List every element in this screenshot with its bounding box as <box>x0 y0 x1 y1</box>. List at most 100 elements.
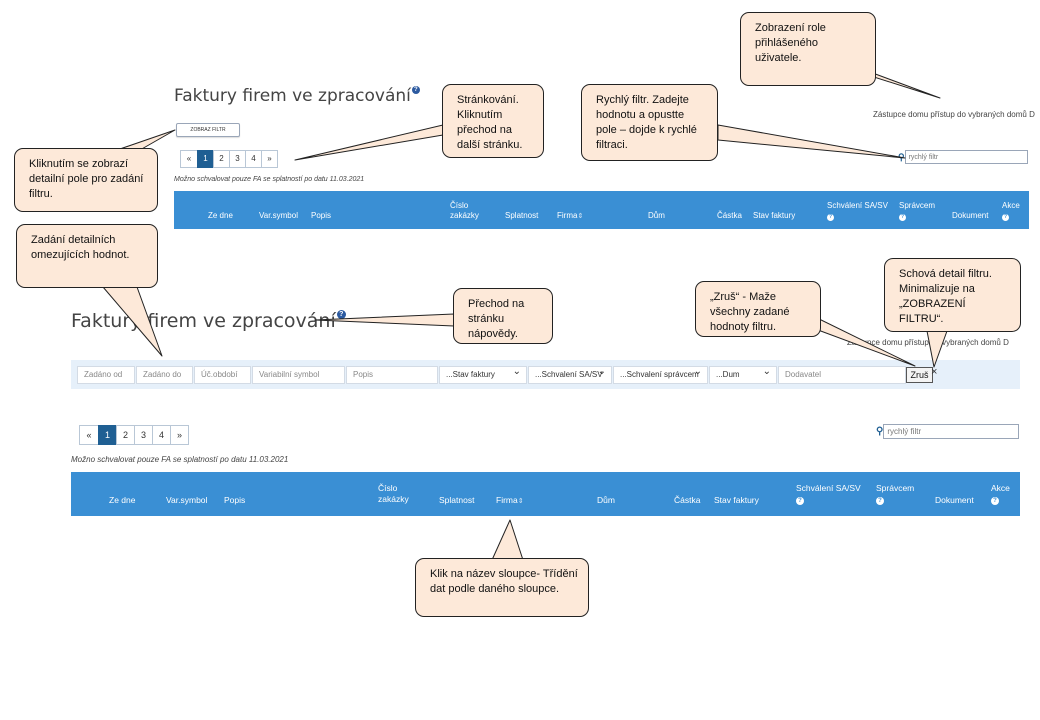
quick-filter-group: ⚲ rychlý filtr <box>876 424 1020 439</box>
col-akce[interactable]: Akce ? <box>1002 201 1020 221</box>
callout-pointer-sort <box>491 519 524 561</box>
callout-pointer-hide-filter <box>926 330 948 368</box>
search-icon: ⚲ <box>898 151 905 162</box>
col-cislo-zakazky-line2: zakázky <box>450 211 479 220</box>
question-icon[interactable]: ? <box>1002 214 1009 221</box>
col-spravcem-label: Správcem <box>876 483 915 493</box>
col-ze-dne[interactable]: Ze dne <box>109 495 136 505</box>
col-dokument[interactable]: Dokument <box>952 211 989 220</box>
callout-detail-values: Zadání detailních omezujících hodnot. <box>16 224 158 288</box>
clear-filter-button[interactable]: Zruš <box>906 367 933 383</box>
filter-date-from[interactable]: Zadáno od <box>77 366 135 384</box>
invoice-table-header: Ze dne Var.symbol Popis Číslo zakázky Sp… <box>71 472 1020 516</box>
col-stav-faktury[interactable]: Stav faktury <box>753 211 796 220</box>
col-spravcem[interactable]: Správcem ? <box>899 201 935 221</box>
filter-supplier[interactable]: Dodavatel <box>778 366 906 384</box>
col-splatnost[interactable]: Splatnost <box>439 495 475 505</box>
pagination-prev[interactable]: « <box>180 150 198 168</box>
col-spravcem[interactable]: Správcem ? <box>876 483 914 505</box>
filter-approval-manager-select[interactable]: ...Schvalení správcem <box>613 366 708 384</box>
user-role-text: Zástupce domu přístup do vybraných domů … <box>873 110 1035 119</box>
callout-pointer-show-filter <box>116 129 176 151</box>
callout-pointer-paging <box>294 124 444 161</box>
user-role-text: Zástupce domu přístup do vybraných domů … <box>847 338 1009 347</box>
callout-pointer-detail-values <box>102 286 163 357</box>
sort-icon: ⇕ <box>577 213 584 220</box>
col-cislo-zakazky[interactable]: Číslo zakázky <box>450 201 479 221</box>
col-cislo-zakazky[interactable]: Číslo zakázky <box>378 483 409 504</box>
col-dum[interactable]: Dům <box>648 211 665 220</box>
help-icon[interactable]: ? <box>411 86 420 94</box>
quick-filter-placeholder: rychlý filtr <box>908 153 939 161</box>
callout-pointer-quick-filter <box>717 124 906 159</box>
col-castka[interactable]: Částka <box>717 211 742 220</box>
filter-detail-bar: Zadáno od Zadáno do Úč.období Variabilní… <box>71 360 1020 389</box>
question-icon[interactable]: ? <box>876 496 884 505</box>
filter-description[interactable]: Popis <box>346 366 438 384</box>
filter-accounting-period[interactable]: Úč.období <box>194 366 251 384</box>
page-title-text: Faktury firem ve zpracování <box>174 86 411 106</box>
question-icon[interactable]: ? <box>991 496 999 505</box>
pagination-next[interactable]: » <box>261 150 278 168</box>
question-icon[interactable]: ? <box>899 214 906 221</box>
pagination-next[interactable]: » <box>170 425 189 445</box>
col-castka[interactable]: Částka <box>674 495 701 505</box>
filter-invoice-state-select[interactable]: ...Stav faktury <box>439 366 527 384</box>
col-dokument[interactable]: Dokument <box>935 495 974 505</box>
question-icon[interactable]: ? <box>796 496 804 505</box>
pagination-page-1[interactable]: 1 <box>197 150 214 168</box>
pagination-page-1[interactable]: 1 <box>98 425 117 445</box>
col-firma[interactable]: Firma⇕ <box>496 495 524 507</box>
callout-quick-filter: Rychlý filtr. Zadejte hodnotu a opustte … <box>581 84 718 161</box>
invoice-table-header: Ze dne Var.symbol Popis Číslo zakázky Sp… <box>174 191 1029 229</box>
callout-paging: Stránkování. Kliknutím přechod na další … <box>442 84 544 158</box>
filter-approval-sasv-select[interactable]: ...Schvalení SA/SV <box>528 366 612 384</box>
callout-show-filter: Kliknutím se zobrazí detailní pole pro z… <box>14 148 158 212</box>
due-date-note: Možno schvalovat pouze FA se splatností … <box>71 455 289 464</box>
pagination: « 1 2 3 4 » <box>180 150 278 168</box>
col-stav-faktury[interactable]: Stav faktury <box>714 495 759 505</box>
col-schvaleni-sasv-label: Schválení SA/SV <box>827 201 888 210</box>
filter-house-select[interactable]: ...Dum <box>709 366 777 384</box>
col-schvaleni-sasv[interactable]: Schválení SA/SV ? <box>827 201 888 221</box>
callout-help: Přechod na stránku nápovědy. <box>453 288 553 344</box>
filter-date-to[interactable]: Zadáno do <box>136 366 193 384</box>
col-var-symbol[interactable]: Var.symbol <box>166 495 208 505</box>
quick-filter-input[interactable]: rychlý filtr <box>883 424 1020 439</box>
callout-clear: „Zruš“ - Maže všechny zadané hodnoty fil… <box>695 281 821 337</box>
col-var-symbol[interactable]: Var.symbol <box>259 211 298 220</box>
quick-filter-group: ⚲ rychlý filtr <box>898 150 1028 164</box>
col-cislo-zakazky-line1: Číslo <box>378 483 398 493</box>
col-splatnost[interactable]: Splatnost <box>505 211 539 220</box>
show-filter-button[interactable]: ZOBRAZ FILTR <box>176 123 240 137</box>
question-icon[interactable]: ? <box>827 214 834 221</box>
col-popis[interactable]: Popis <box>311 211 332 220</box>
callout-pointer-help <box>314 313 455 327</box>
col-ze-dne[interactable]: Ze dne <box>208 211 233 220</box>
col-akce[interactable]: Akce ? <box>991 483 1010 505</box>
callout-hide-filter: Schová detail filtru. Minimalizuje na „Z… <box>884 258 1021 332</box>
col-firma-label: Firma <box>496 495 518 505</box>
pagination-prev[interactable]: « <box>79 425 99 445</box>
col-spravcem-label: Správcem <box>899 201 936 210</box>
callout-sort: Klik na název sloupce- Třídění dat podle… <box>415 558 589 617</box>
col-firma[interactable]: Firma⇕ <box>557 211 583 222</box>
quick-filter-input[interactable]: rychlý filtr <box>904 150 1028 164</box>
quick-filter-placeholder: rychlý filtr <box>887 427 922 436</box>
filter-var-symbol[interactable]: Variabilní symbol <box>252 366 345 384</box>
col-akce-label: Akce <box>991 483 1010 493</box>
col-cislo-zakazky-line2: zakázky <box>378 493 409 504</box>
col-dum[interactable]: Dům <box>597 495 615 505</box>
col-schvaleni-sasv[interactable]: Schválení SA/SV ? <box>796 483 861 505</box>
help-icon[interactable]: ? <box>336 310 346 319</box>
col-schvaleni-sasv-label: Schválení SA/SV <box>796 483 861 493</box>
col-akce-label: Akce <box>1002 201 1020 210</box>
callout-role: Zobrazení role přihlášeného uživatele. <box>740 12 876 86</box>
page-title: Faktury firem ve zpracování? <box>174 86 420 106</box>
pagination: « 1 2 3 4 » <box>79 425 189 445</box>
col-firma-label: Firma <box>557 211 578 220</box>
col-cislo-zakazky-line1: Číslo <box>450 201 469 210</box>
close-filter-icon[interactable]: × <box>931 366 938 378</box>
sort-icon: ⇕ <box>517 498 524 505</box>
col-popis[interactable]: Popis <box>224 495 246 505</box>
